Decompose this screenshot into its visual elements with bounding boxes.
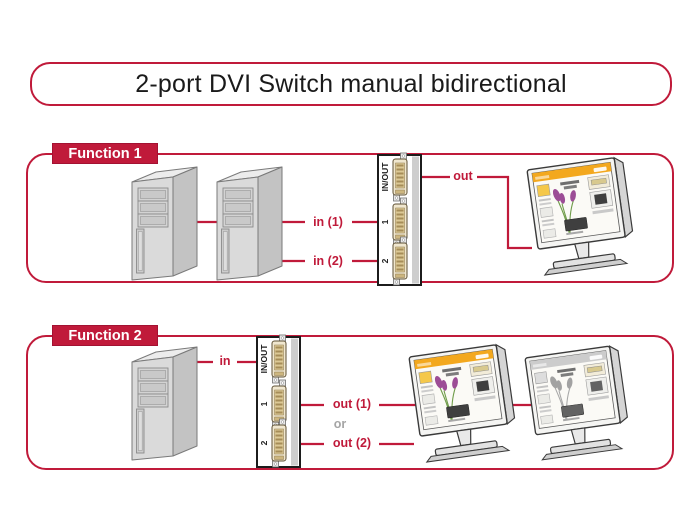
cable-label-in2: in (2)	[313, 254, 343, 268]
computer-tower-2	[216, 166, 283, 281]
port-label-2: 2	[259, 440, 269, 445]
title-box: 2-port DVI Switch manual bidirectional	[30, 62, 672, 106]
monitor-function1	[526, 155, 638, 277]
dvi-port-inout	[392, 152, 408, 202]
cable-label-out2: out (2)	[332, 436, 372, 450]
computer-tower-3	[131, 346, 198, 461]
dvi-port-2	[392, 236, 408, 286]
dvi-switch-function1: IN/OUT 1 2	[377, 152, 422, 286]
dvi-switch-function2: IN/OUT 1 2	[256, 334, 301, 468]
dvi-port-inout	[271, 334, 287, 384]
cable-label-out1: out (1)	[332, 397, 372, 411]
dvi-port-2	[271, 418, 287, 468]
cable-label-in: in	[219, 354, 231, 368]
cable-lines-function2	[197, 360, 536, 446]
cable-label-or: or	[333, 417, 347, 431]
function1-panel	[26, 153, 674, 283]
port-label-1: 1	[380, 219, 390, 224]
cable-label-out: out	[453, 169, 473, 183]
port-label-2: 2	[380, 258, 390, 263]
port-label-inout: IN/OUT	[380, 162, 390, 192]
page-title: 2-port DVI Switch manual bidirectional	[135, 69, 567, 98]
function1-label: Function 1	[52, 143, 158, 164]
port-label-1: 1	[259, 401, 269, 406]
monitor-active	[408, 342, 520, 464]
cable-lines-function1	[197, 175, 532, 263]
function2-panel	[26, 335, 674, 470]
function2-label: Function 2	[52, 325, 158, 346]
cable-label-in1: in (1)	[313, 215, 343, 229]
monitor-inactive	[524, 344, 633, 461]
port-label-inout: IN/OUT	[259, 344, 269, 374]
computer-tower-1	[131, 166, 198, 281]
